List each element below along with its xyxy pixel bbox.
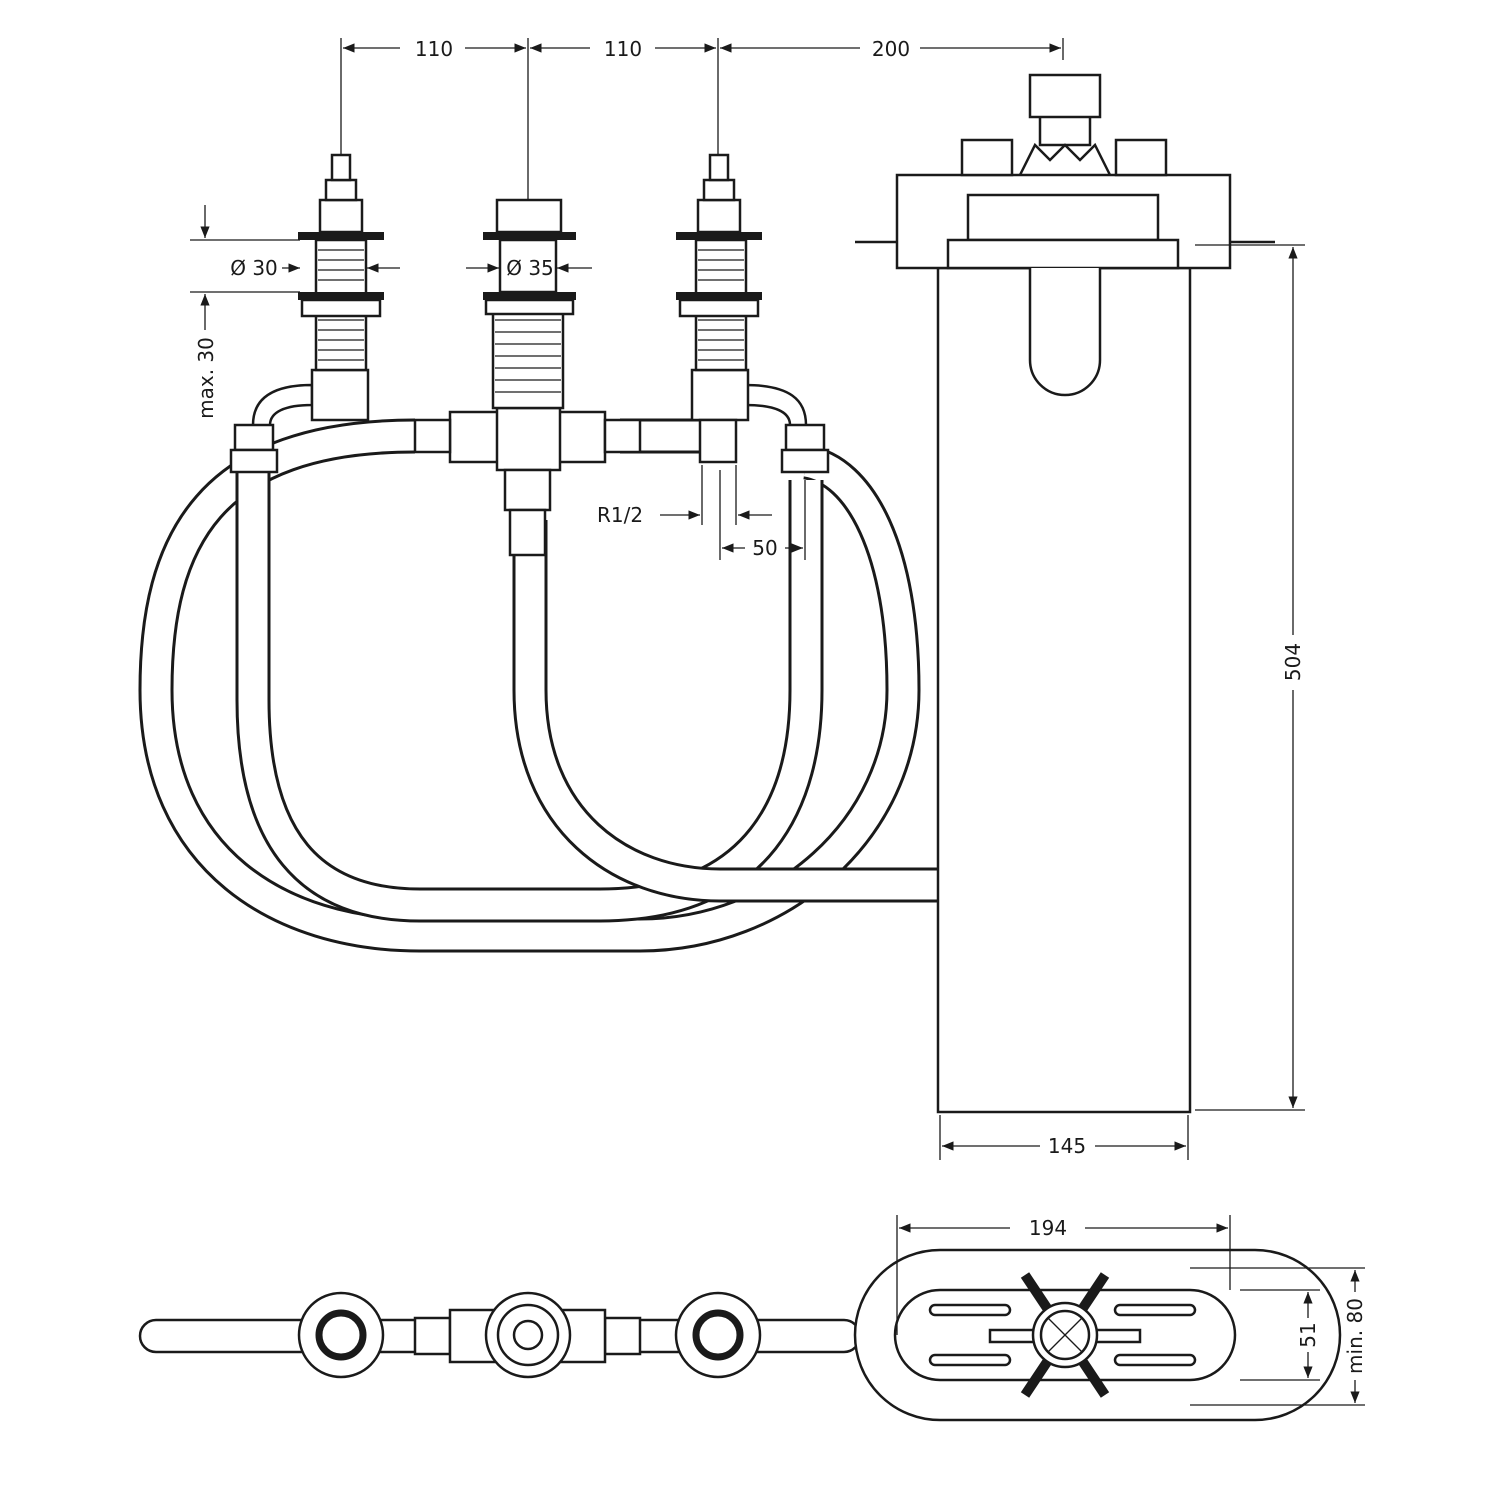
- dim-spacing-left: 110: [415, 37, 453, 61]
- dim-spacing-right: 110: [604, 37, 642, 61]
- left-valve: [229, 153, 384, 474]
- dimension-lines: [190, 38, 1305, 1160]
- dim-connection: 50: [752, 536, 777, 560]
- spout: [855, 73, 1275, 1114]
- dim-diameter-handle: Ø 30: [230, 256, 278, 280]
- center-valve: [413, 198, 642, 557]
- dim-escutcheon-inner: 51: [1296, 1322, 1320, 1347]
- dim-spout-width: 145: [1048, 1134, 1086, 1158]
- right-valve: [676, 153, 830, 474]
- dim-max-deck: max. 30: [194, 337, 218, 419]
- dim-diameter-center: Ø 35: [506, 256, 554, 280]
- dim-spout-offset: 200: [872, 37, 910, 61]
- dimension-labels: 110 110 200 Ø 30 Ø 35 max. 30 R1/2 50 50…: [194, 37, 1367, 1374]
- hoses: [138, 418, 940, 953]
- dim-spout-height: 504: [1281, 643, 1305, 681]
- dim-thread: R1/2: [597, 503, 643, 527]
- dim-escutcheon-length: 194: [1029, 1216, 1067, 1240]
- plan-view: [138, 1215, 1365, 1422]
- dim-escutcheon-min: min. 80: [1343, 1298, 1367, 1374]
